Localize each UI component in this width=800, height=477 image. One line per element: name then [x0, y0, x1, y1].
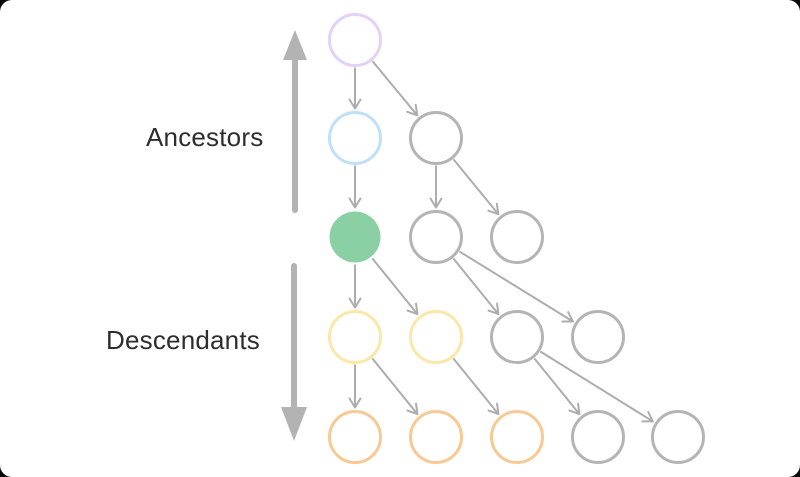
- edge-branch-2-to-branch-5: [458, 250, 574, 323]
- arrowhead-current-to-child-1: [348, 297, 362, 309]
- node-current: [329, 211, 381, 263]
- arrow-up-icon: [283, 30, 307, 213]
- arrowhead-child-1-to-desc-1: [348, 397, 362, 409]
- arrowhead-ancestor-2-to-branch-1: [406, 103, 419, 117]
- node-branch-1: [409, 111, 463, 165]
- arrowhead-current-to-child-2: [406, 302, 419, 316]
- arrowhead-branch-4-to-branch-7: [641, 411, 654, 423]
- node-branch-7: [651, 410, 705, 464]
- node-branch-5: [571, 310, 625, 364]
- arrowhead-branch-2-to-branch-5: [561, 311, 574, 323]
- edge-child-1-to-desc-2: [371, 357, 419, 415]
- node-desc-2: [409, 410, 463, 464]
- nodes-layer: [328, 13, 705, 464]
- arrowhead-branch-2-to-branch-4: [487, 302, 500, 316]
- descendants-label: Descendants: [106, 325, 260, 355]
- arrowhead-branch-1-to-branch-2: [429, 197, 443, 209]
- arrow-down-head: [281, 407, 307, 441]
- node-desc-3: [490, 410, 544, 464]
- node-branch-4: [490, 310, 544, 364]
- arrowhead-child-2-to-desc-3: [487, 402, 500, 416]
- arrowhead-child-1-to-desc-2: [406, 402, 419, 416]
- arrowhead-branch-1-to-branch-3: [487, 202, 500, 216]
- edge-branch-1-to-branch-3: [452, 158, 500, 215]
- node-desc-1: [328, 410, 382, 464]
- node-child-2: [409, 310, 463, 364]
- edge-ancestor-2-to-branch-1: [371, 60, 418, 116]
- arrowhead-ancestor-1-to-current: [348, 197, 362, 209]
- arrow-down-icon: [281, 263, 307, 441]
- node-child-1: [328, 310, 382, 364]
- node-ancestor-1: [328, 111, 382, 165]
- edge-branch-4-to-branch-6: [533, 357, 581, 415]
- edges-layer: [348, 60, 654, 423]
- edge-child-2-to-desc-3: [452, 357, 500, 415]
- ancestors-label: Ancestors: [146, 122, 264, 152]
- node-branch-6: [571, 410, 625, 464]
- arrowhead-ancestor-2-to-ancestor-1: [348, 98, 362, 110]
- arrowhead-branch-4-to-branch-6: [568, 402, 581, 416]
- arrow-up-head: [283, 30, 307, 60]
- edge-branch-4-to-branch-7: [539, 350, 654, 423]
- node-branch-2: [409, 210, 463, 264]
- node-ancestor-2: [328, 13, 382, 67]
- edge-current-to-child-2: [371, 257, 419, 315]
- edge-branch-2-to-branch-4: [452, 257, 500, 315]
- node-branch-3: [490, 210, 544, 264]
